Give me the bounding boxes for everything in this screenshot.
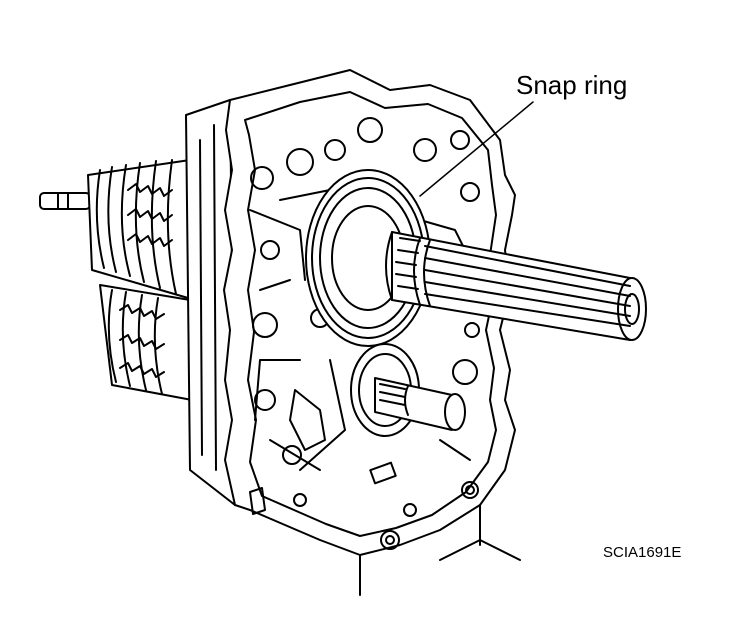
snap-ring-label: Snap ring bbox=[516, 70, 628, 100]
secondary-shaft bbox=[351, 344, 465, 436]
lower-gear-cluster bbox=[100, 285, 192, 400]
callout-leader-line bbox=[420, 102, 533, 196]
mounting-bolts bbox=[250, 482, 478, 549]
case-ribs bbox=[250, 190, 470, 483]
upper-gear-cluster bbox=[88, 160, 195, 300]
figure-code: SCIA1691E bbox=[603, 544, 682, 561]
flange-bolt-holes bbox=[251, 118, 479, 516]
main-shaft bbox=[386, 232, 646, 340]
housing-side-wall bbox=[186, 100, 235, 505]
bench-support bbox=[360, 505, 520, 595]
input-shaft-stub bbox=[40, 193, 90, 209]
